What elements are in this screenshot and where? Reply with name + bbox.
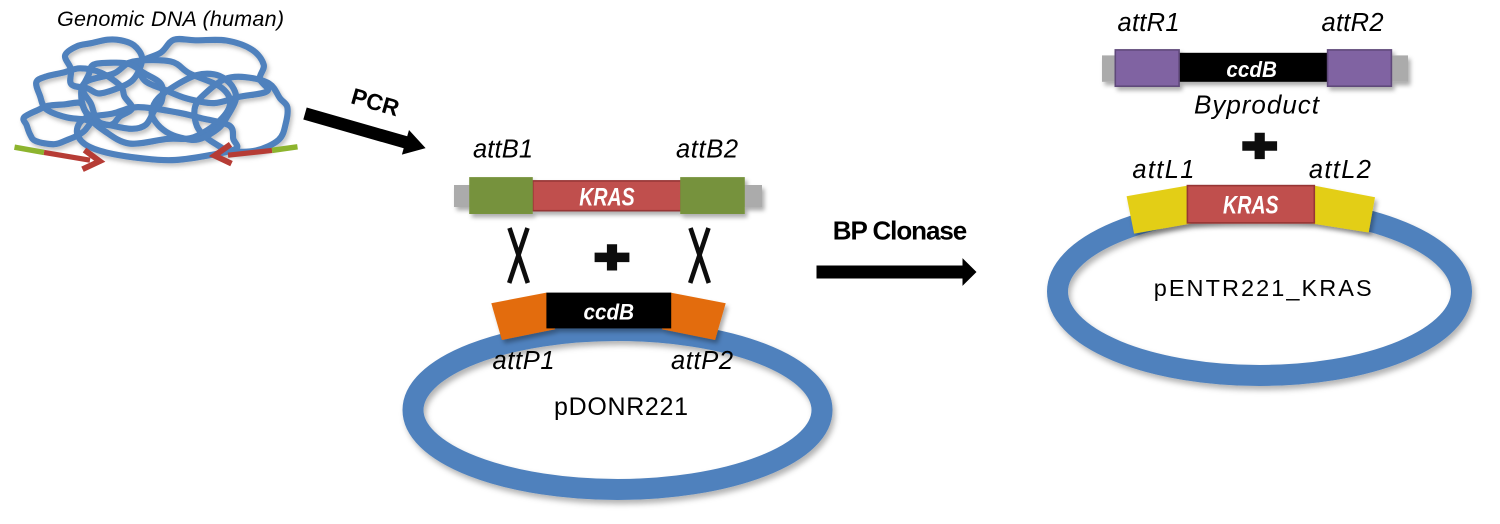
svg-text:pDONR221: pDONR221 <box>554 393 688 421</box>
svg-text:BP Clonase: BP Clonase <box>833 216 968 246</box>
svg-text:KRAS: KRAS <box>579 184 635 211</box>
svg-text:attL2: attL2 <box>1309 156 1371 184</box>
svg-text:ccdB: ccdB <box>584 300 635 325</box>
svg-text:Genomic DNA (human): Genomic DNA (human) <box>57 7 284 31</box>
svg-text:attP2: attP2 <box>671 347 733 375</box>
svg-text:KRAS: KRAS <box>1223 193 1279 220</box>
svg-text:ccdB: ccdB <box>1226 57 1277 82</box>
svg-text:attB1: attB1 <box>473 136 533 164</box>
svg-text:attP1: attP1 <box>493 347 555 375</box>
svg-text:attR1: attR1 <box>1118 9 1180 37</box>
svg-text:Byproduct: Byproduct <box>1194 89 1321 119</box>
svg-text:attL1: attL1 <box>1132 156 1194 184</box>
svg-text:attR2: attR2 <box>1322 9 1384 37</box>
svg-text:attB2: attB2 <box>676 136 738 164</box>
svg-text:PCR: PCR <box>348 83 402 121</box>
svg-text:pENTR221_KRAS: pENTR221_KRAS <box>1154 275 1372 301</box>
